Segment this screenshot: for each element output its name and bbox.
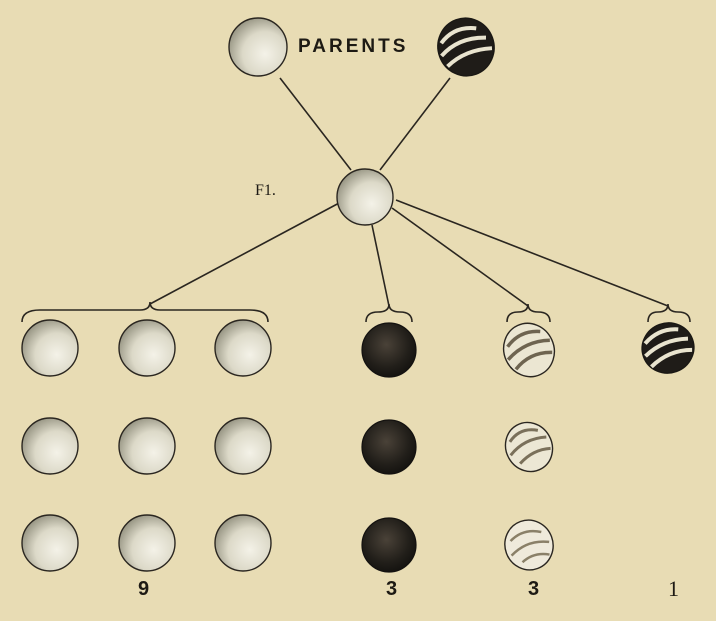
ratio-count-dark: 3 bbox=[386, 578, 398, 600]
striped-light-pea bbox=[504, 421, 554, 473]
line-f1-group1 bbox=[149, 201, 342, 305]
plain-pea bbox=[214, 417, 272, 475]
dark-pea bbox=[361, 419, 417, 475]
f1-offspring-plain bbox=[336, 168, 394, 226]
plain-pea bbox=[214, 319, 272, 377]
plain-pea bbox=[118, 514, 176, 572]
line-parent1-f1 bbox=[279, 77, 352, 171]
dark-pea bbox=[361, 517, 417, 573]
plain-pea bbox=[118, 319, 176, 377]
ratio-count-striped-dark: 1 bbox=[668, 576, 679, 601]
parent-plain bbox=[228, 17, 288, 77]
plain-pea bbox=[118, 417, 176, 475]
plain-pea bbox=[214, 514, 272, 572]
f2-striped-dark-pea bbox=[641, 322, 695, 374]
ratio-count-striped-light: 3 bbox=[528, 578, 540, 600]
braces bbox=[21, 301, 691, 323]
parents-label: PARENTS bbox=[298, 36, 409, 57]
brace-group3 bbox=[506, 303, 551, 323]
brace-group1 bbox=[21, 301, 269, 323]
parent-striped-dark bbox=[437, 17, 495, 77]
f1-label: F1. bbox=[255, 182, 276, 199]
f2-dark-group bbox=[361, 322, 417, 573]
plain-pea bbox=[21, 319, 79, 377]
striped-light-pea bbox=[504, 519, 554, 571]
brace-group4 bbox=[647, 303, 691, 323]
line-f1-group3 bbox=[391, 207, 529, 307]
f2-plain-group bbox=[21, 319, 272, 572]
cross-lines bbox=[149, 77, 669, 307]
plain-pea bbox=[21, 417, 79, 475]
striped-light-pea bbox=[502, 322, 556, 378]
line-parent2-f1 bbox=[379, 77, 451, 171]
line-f1-group2 bbox=[371, 224, 390, 307]
ratio-count-plain: 9 bbox=[138, 578, 150, 600]
f2-striped-light-group bbox=[502, 322, 556, 571]
plain-pea bbox=[21, 514, 79, 572]
dark-pea bbox=[361, 322, 417, 378]
brace-group2 bbox=[365, 303, 413, 323]
line-f1-group4 bbox=[395, 199, 669, 307]
